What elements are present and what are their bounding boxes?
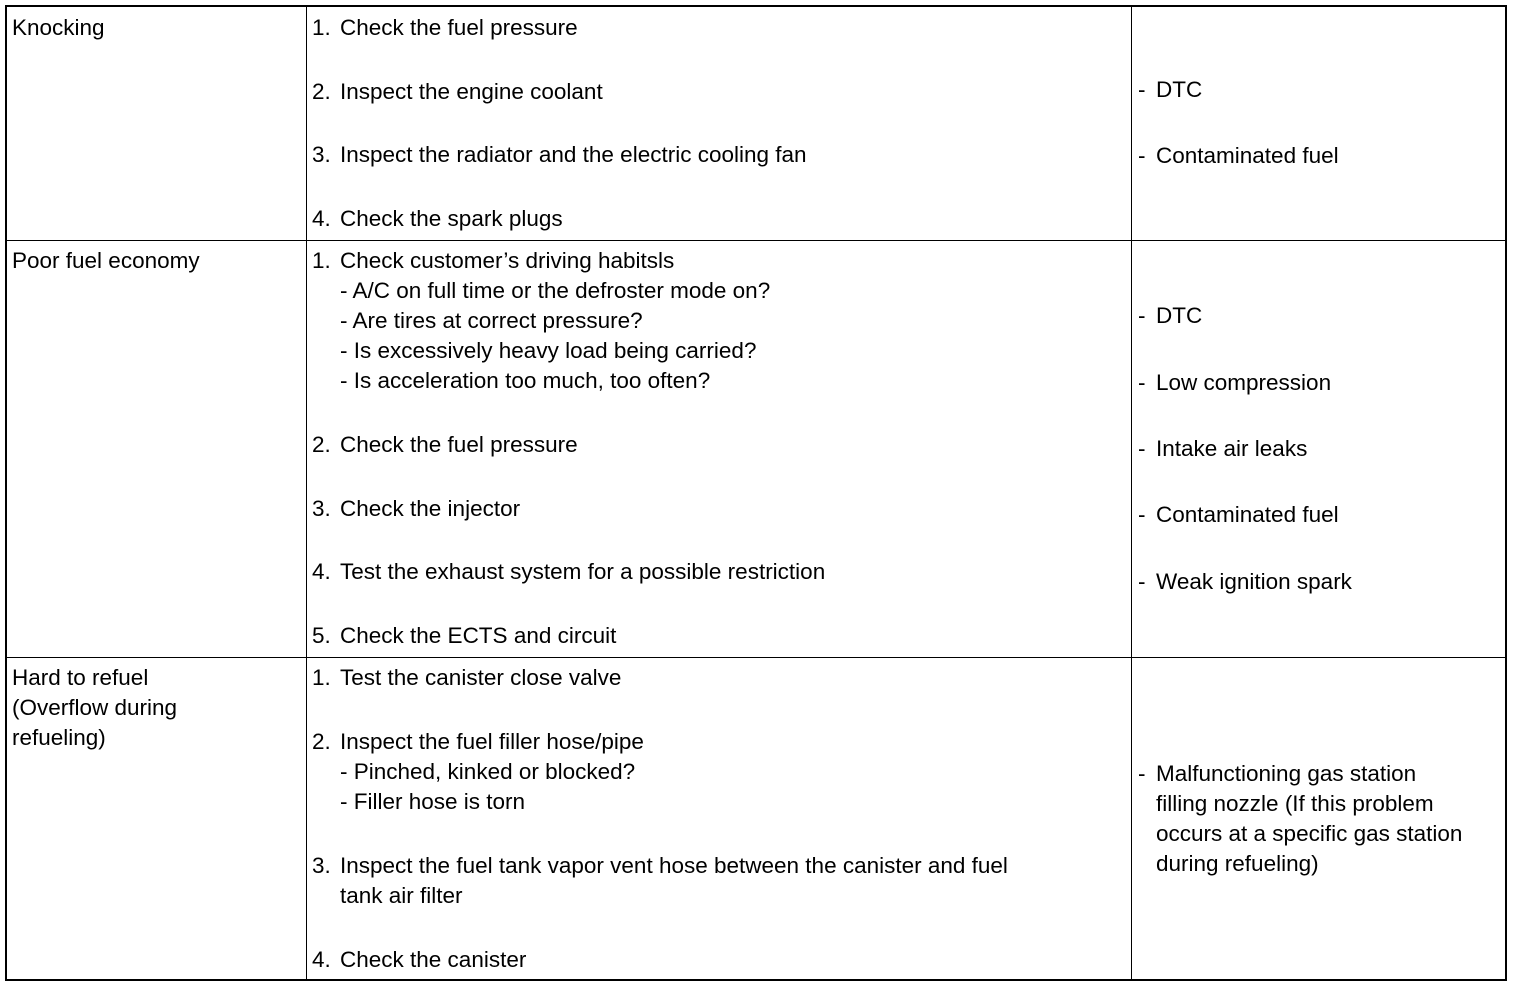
row-divider-1	[7, 240, 1505, 241]
step-text: Inspect the radiator and the electric co…	[340, 142, 807, 167]
step-number: 1.	[312, 665, 331, 690]
step-text: Check the canister	[340, 947, 527, 972]
cause-text: Contaminated fuel	[1156, 143, 1339, 168]
step-text: Inspect the engine coolant	[340, 79, 603, 104]
cause-text: Intake air leaks	[1156, 436, 1308, 461]
step-number: 2.	[312, 729, 331, 754]
step-subitem: - Are tires at correct pressure?	[340, 308, 643, 333]
step-text: tank air filter	[340, 883, 463, 908]
bullet-dash: -	[1138, 370, 1146, 395]
bullet-dash: -	[1138, 569, 1146, 594]
bullet-dash: -	[1138, 436, 1146, 461]
step-text: Check the injector	[340, 496, 521, 521]
step-number: 2.	[312, 432, 331, 457]
step-text: Inspect the fuel tank vapor vent hose be…	[340, 853, 1008, 878]
column-divider-2	[1131, 7, 1132, 979]
bullet-dash: -	[1138, 502, 1146, 527]
cause-text: filling nozzle (If this problem	[1156, 791, 1434, 816]
cause-text: during refueling)	[1156, 851, 1319, 876]
step-text: Test the exhaust system for a possible r…	[340, 559, 826, 584]
step-number: 3.	[312, 853, 331, 878]
step-number: 3.	[312, 496, 331, 521]
cause-text: Weak ignition spark	[1156, 569, 1352, 594]
step-number: 5.	[312, 623, 331, 648]
symptom-text: Hard to refuel	[12, 665, 149, 690]
step-number: 3.	[312, 142, 331, 167]
step-number: 2.	[312, 79, 331, 104]
step-number: 4.	[312, 559, 331, 584]
cause-text: occurs at a specific gas station	[1156, 821, 1463, 846]
step-text: Test the canister close valve	[340, 665, 622, 690]
bullet-dash: -	[1138, 761, 1146, 786]
symptom-text: Poor fuel economy	[12, 248, 200, 273]
step-subitem: - Is acceleration too much, too often?	[340, 368, 711, 393]
step-text: Inspect the fuel filler hose/pipe	[340, 729, 644, 754]
symptom-text: Knocking	[12, 15, 105, 40]
troubleshooting-table	[5, 5, 1507, 981]
step-text: Check the ECTS and circuit	[340, 623, 617, 648]
step-number: 1.	[312, 248, 331, 273]
step-subitem: - Is excessively heavy load being carrie…	[340, 338, 757, 363]
step-number: 4.	[312, 206, 331, 231]
symptom-text: refueling)	[12, 725, 106, 750]
step-subitem: - Pinched, kinked or blocked?	[340, 759, 636, 784]
symptom-text: (Overflow during	[12, 695, 178, 720]
cause-text: Low compression	[1156, 370, 1332, 395]
row-divider-2	[7, 657, 1505, 658]
step-text: Check the spark plugs	[340, 206, 563, 231]
cause-text: Contaminated fuel	[1156, 502, 1339, 527]
cause-text: DTC	[1156, 77, 1203, 102]
cause-text: DTC	[1156, 303, 1203, 328]
bullet-dash: -	[1138, 303, 1146, 328]
step-text: Check customer’s driving habitsls	[340, 248, 675, 273]
step-number: 1.	[312, 15, 331, 40]
column-divider-1	[306, 7, 307, 979]
bullet-dash: -	[1138, 143, 1146, 168]
step-number: 4.	[312, 947, 331, 972]
bullet-dash: -	[1138, 77, 1146, 102]
step-subitem: - Filler hose is torn	[340, 789, 526, 814]
cause-text: Malfunctioning gas station	[1156, 761, 1417, 786]
step-text: Check the fuel pressure	[340, 432, 578, 457]
step-text: Check the fuel pressure	[340, 15, 578, 40]
step-subitem: - A/C on full time or the defroster mode…	[340, 278, 771, 303]
